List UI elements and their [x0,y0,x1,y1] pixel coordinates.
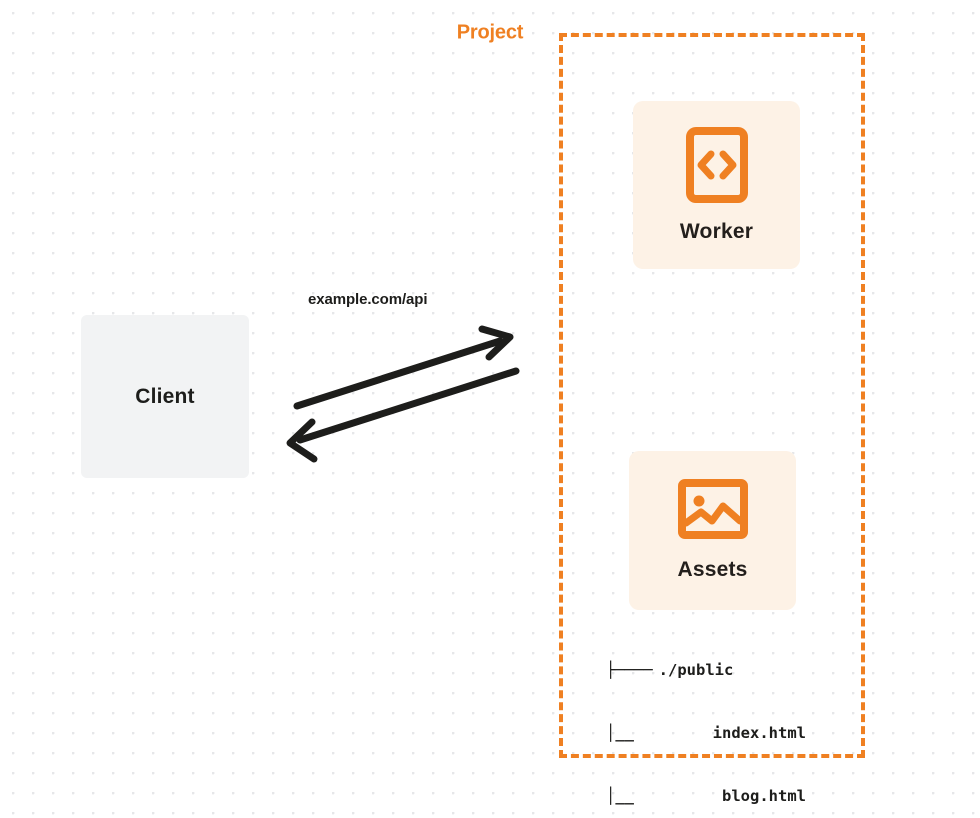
file-tree-row: │__ index.html [606,723,806,744]
file-tree-row: │__ blog.html [606,786,806,807]
worker-card[interactable]: Worker [633,101,800,269]
tree-branch-glyph: │__ [606,787,634,805]
client-label: Client [135,384,195,408]
tree-item-name: blog.html [722,787,806,805]
file-tree-row: ├──── ./public [606,660,806,681]
assets-file-tree: ├──── ./public │__ index.html │__ blog.h… [606,618,806,818]
project-container [559,33,865,758]
project-title: Project [449,21,531,45]
image-icon [677,479,748,544]
code-file-icon [685,126,748,208]
tree-branch-glyph: │__ [606,724,634,742]
client-node[interactable]: Client [81,315,249,478]
response-arrow [286,367,520,463]
assets-card[interactable]: Assets [629,451,796,610]
worker-card-label: Worker [679,219,754,243]
request-arrow [293,325,514,410]
tree-item-name: ./public [658,661,734,679]
assets-card-label: Assets [677,558,748,581]
tree-branch-glyph: ├──── [606,661,653,679]
tree-item-name: index.html [712,724,806,742]
request-url-label: example.com/api [308,291,428,308]
